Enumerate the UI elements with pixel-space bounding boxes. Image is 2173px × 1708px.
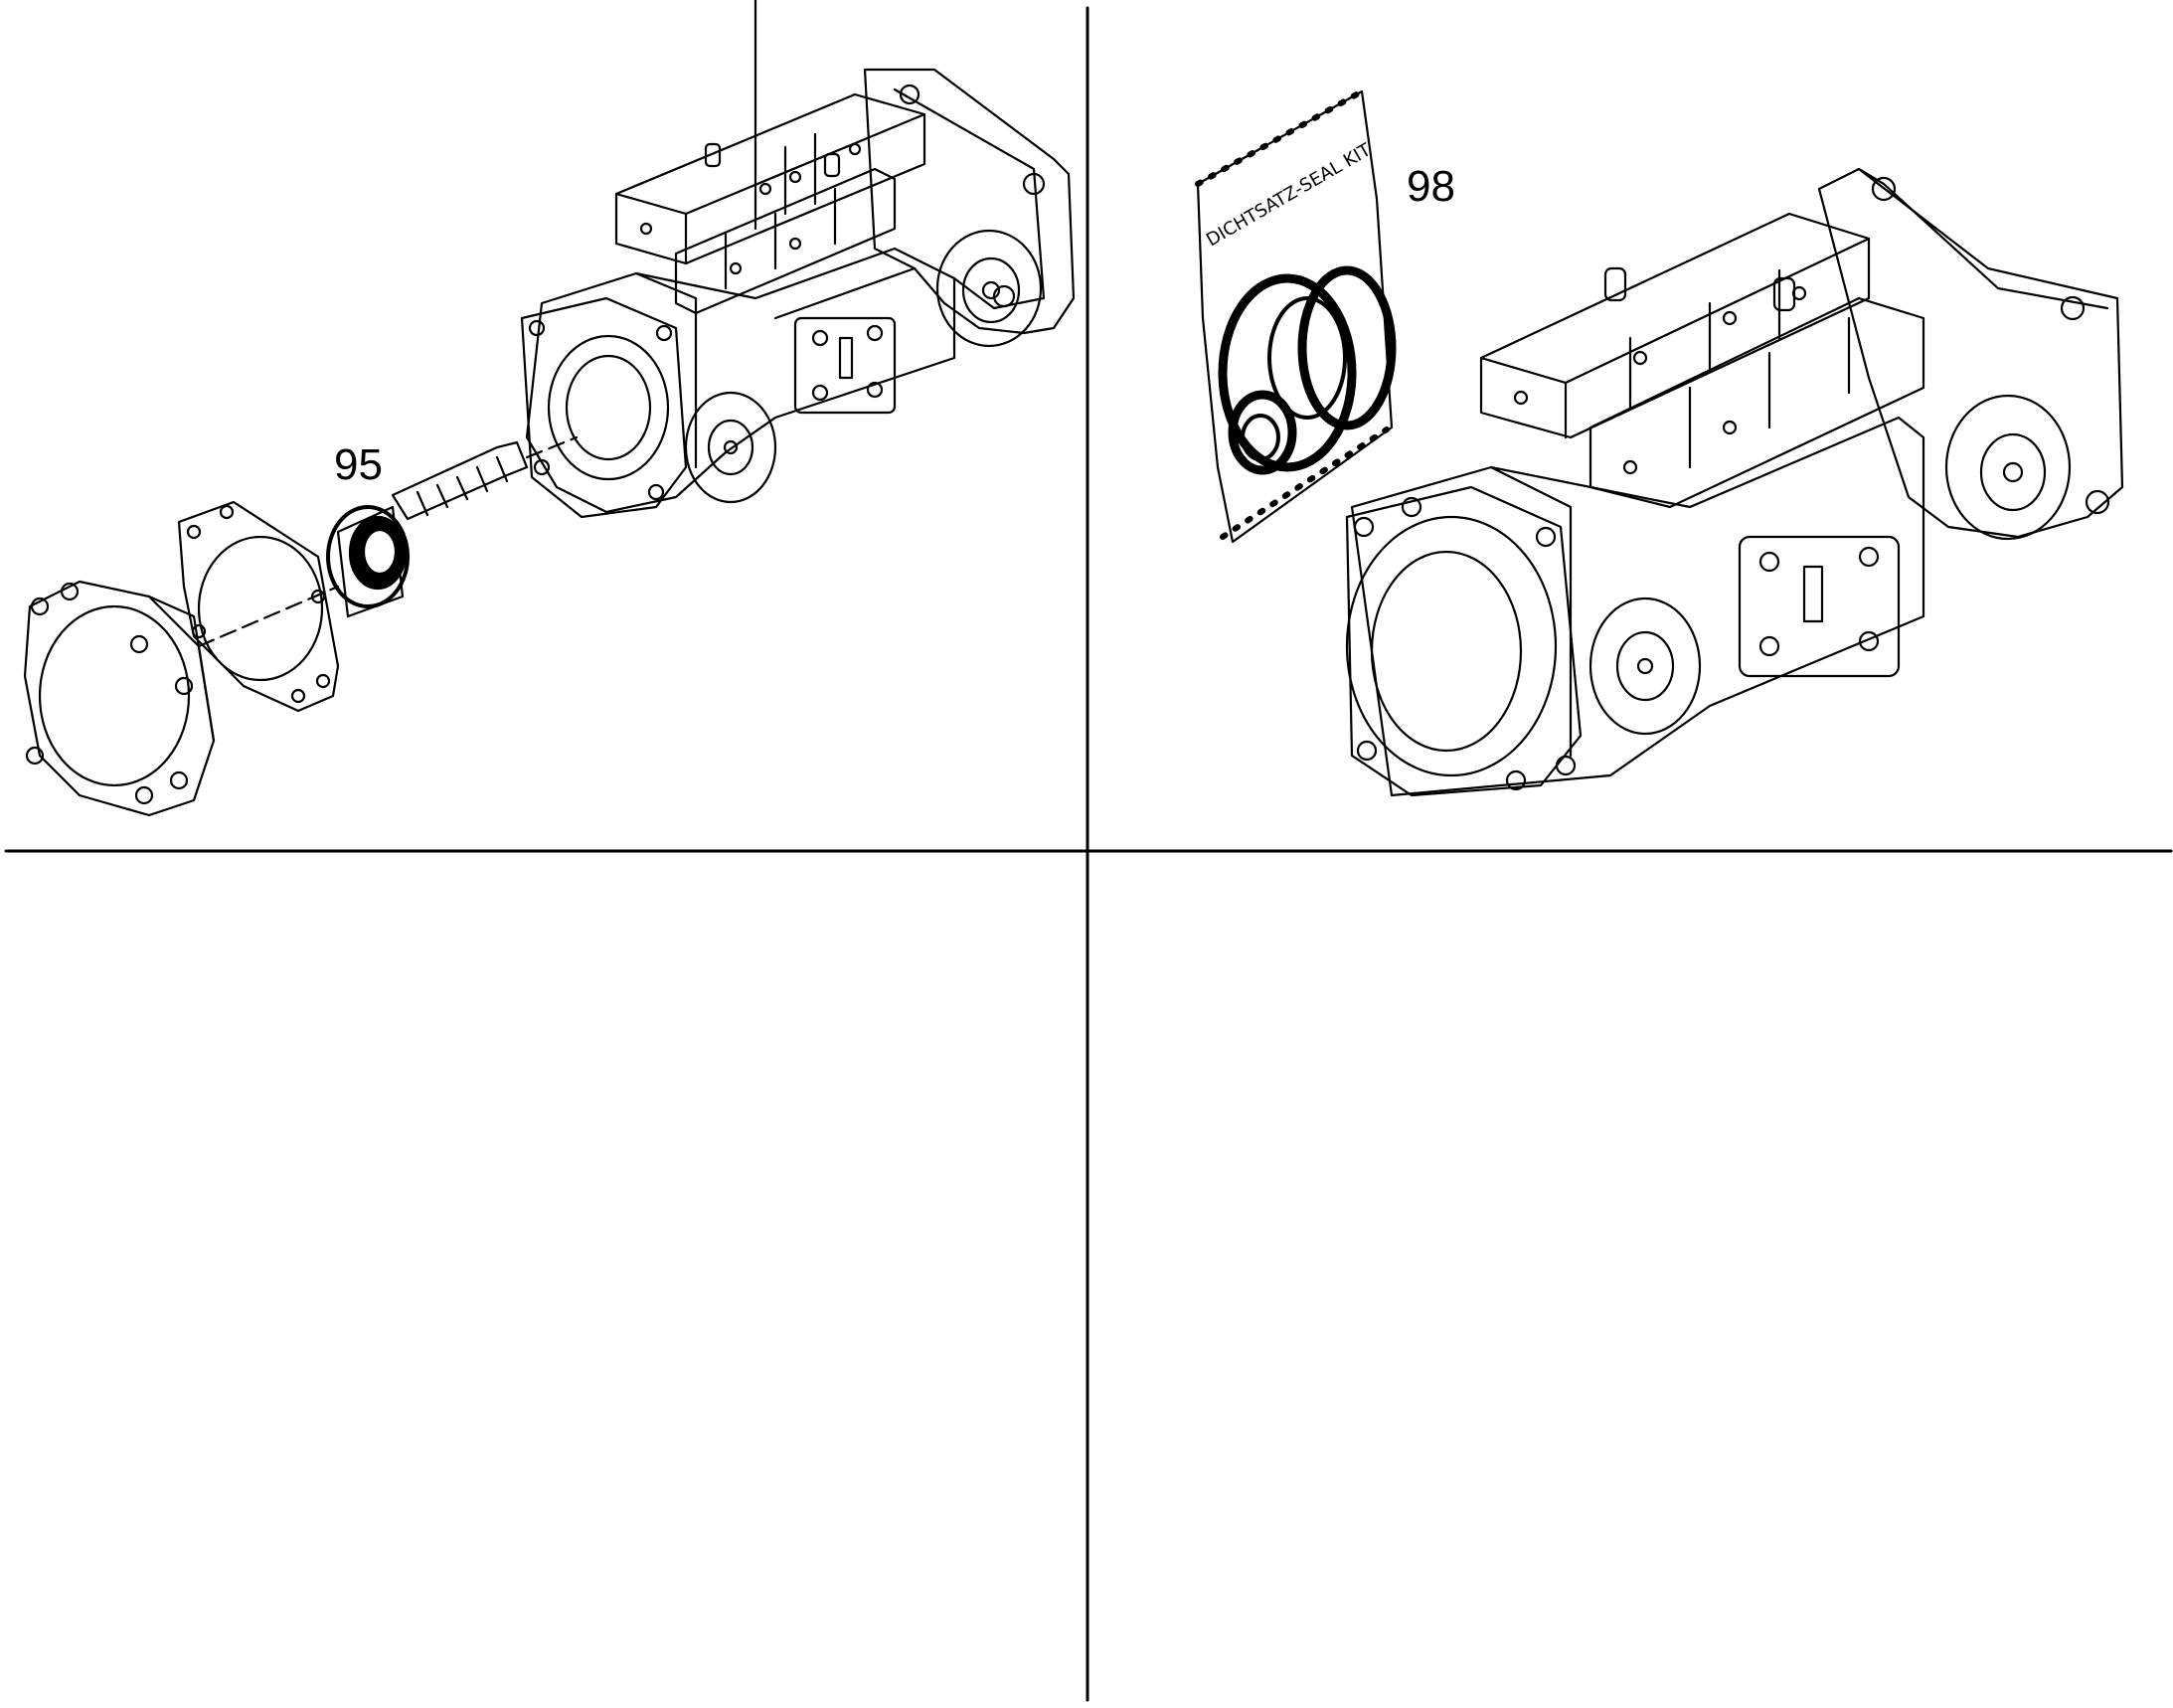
drive-shaft xyxy=(197,435,579,648)
quadrant-dividers xyxy=(4,6,2173,1702)
seal-kit-label: DICHTSATZ-SEAL KIT xyxy=(1203,139,1376,251)
callout-95: 95 xyxy=(334,440,383,489)
bearing xyxy=(326,505,410,618)
gasket xyxy=(177,500,340,713)
pump-assembly-left xyxy=(520,0,1076,519)
callout-98: 98 xyxy=(1407,162,1455,211)
seal-kit-bag: DICHTSATZ-SEAL KIT xyxy=(1195,88,1397,544)
front-cover xyxy=(23,580,216,817)
pump-assembly-right xyxy=(1345,167,2124,797)
